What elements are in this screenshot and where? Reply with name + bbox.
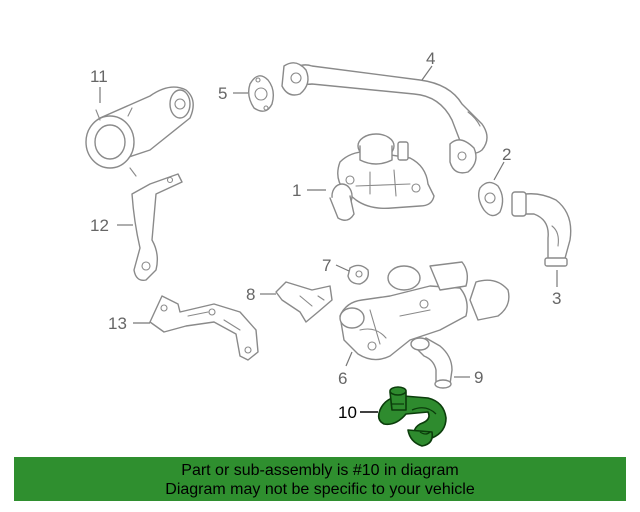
banner-line-2: Diagram may not be specific to your vehi… bbox=[165, 481, 475, 498]
part-13-bracket bbox=[149, 295, 259, 361]
part-11-egr-cooler-flange bbox=[85, 86, 194, 177]
callout-13: 13 bbox=[108, 314, 127, 333]
callout-2: 2 bbox=[502, 145, 511, 164]
parts-diagram: 11 5 4 2 1 bbox=[85, 49, 572, 447]
banner-line-1: Part or sub-assembly is #10 in diagram bbox=[181, 462, 459, 479]
part-7-fitting bbox=[347, 264, 370, 285]
part-1-egr-valve bbox=[329, 133, 435, 221]
part-3-hose bbox=[511, 191, 572, 267]
part-2-gasket bbox=[477, 181, 504, 217]
callout-10: 10 bbox=[338, 403, 357, 422]
part-4-egr-tube bbox=[281, 62, 488, 174]
leader-6 bbox=[345, 351, 353, 367]
info-banner: Part or sub-assembly is #10 in diagram D… bbox=[14, 457, 626, 501]
callout-3: 3 bbox=[552, 289, 561, 308]
callout-5: 5 bbox=[218, 84, 227, 103]
leader-4 bbox=[421, 65, 433, 81]
callout-9: 9 bbox=[474, 368, 483, 387]
leader-7 bbox=[335, 264, 350, 272]
part-6-egr-body bbox=[339, 261, 510, 361]
callout-4: 4 bbox=[426, 49, 435, 68]
callout-7: 7 bbox=[322, 256, 331, 275]
part-9-hose bbox=[410, 337, 453, 389]
callout-8: 8 bbox=[246, 285, 255, 304]
part-8-bracket bbox=[275, 281, 333, 323]
callout-12: 12 bbox=[90, 216, 109, 235]
callout-1: 1 bbox=[292, 181, 301, 200]
part-5-gasket bbox=[247, 75, 275, 112]
part-10-hose-highlighted[interactable] bbox=[377, 386, 447, 447]
callout-11: 11 bbox=[90, 67, 108, 86]
callout-6: 6 bbox=[338, 369, 347, 388]
part-12-bracket bbox=[131, 173, 183, 281]
leader-2 bbox=[493, 161, 505, 181]
